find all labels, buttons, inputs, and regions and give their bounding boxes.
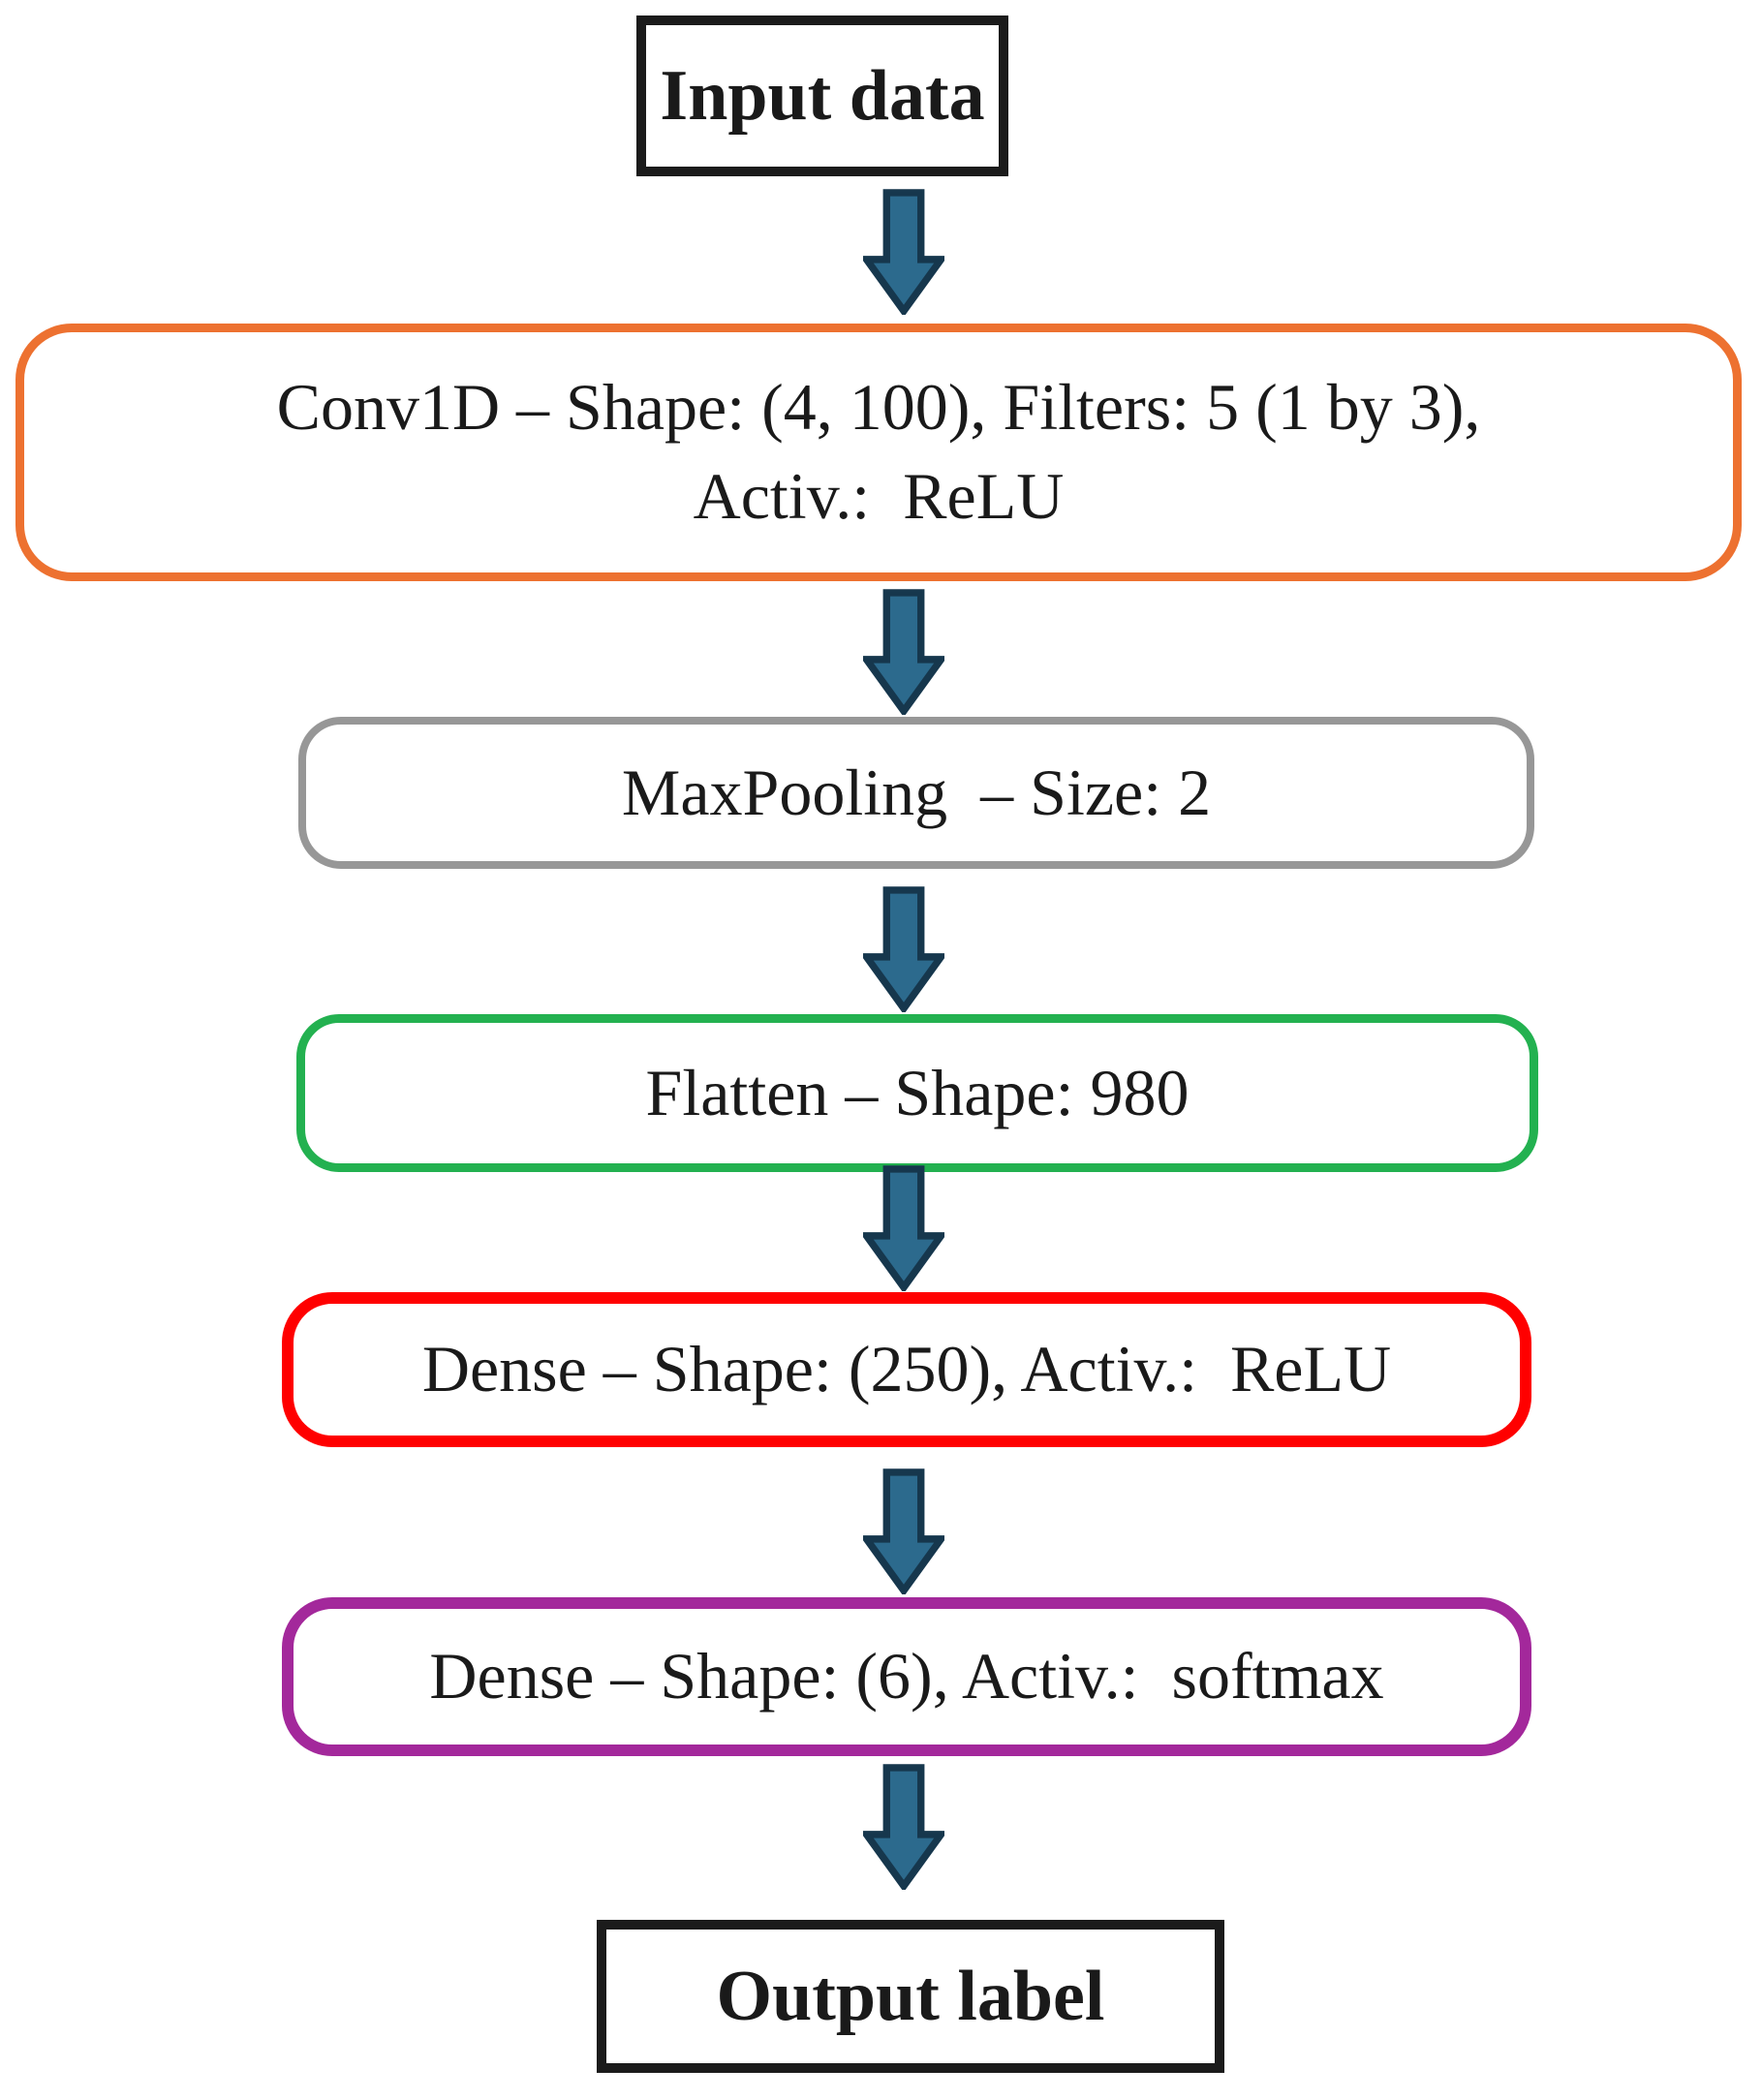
down-arrow-icon bbox=[863, 1468, 944, 1594]
node-maxpooling-layer: MaxPooling – Size: 2 bbox=[298, 717, 1534, 869]
down-arrow-icon bbox=[863, 886, 944, 1012]
node-flatten-label: Flatten – Shape: 980 bbox=[645, 1055, 1190, 1129]
down-arrow-icon bbox=[863, 1764, 944, 1890]
node-dense-relu-label: Dense – Shape: (250), Activ.: ReLU bbox=[421, 1332, 1392, 1406]
node-input-data-label: Input data bbox=[660, 55, 985, 136]
node-dense-softmax-layer: Dense – Shape: (6), Activ.: softmax bbox=[282, 1597, 1531, 1756]
down-arrow-icon bbox=[863, 189, 944, 315]
node-conv1d-label-line1: Conv1D – Shape: (4, 100), Filters: 5 (1 … bbox=[276, 370, 1481, 445]
node-output-label: Output label bbox=[597, 1920, 1224, 2073]
node-conv1d-label-line2: Activ.: ReLU bbox=[693, 459, 1065, 533]
node-maxpooling-label: MaxPooling – Size: 2 bbox=[621, 755, 1212, 829]
node-dense-softmax-label: Dense – Shape: (6), Activ.: softmax bbox=[429, 1639, 1384, 1714]
node-output-label-text: Output label bbox=[716, 1956, 1105, 2036]
node-flatten-layer: Flatten – Shape: 980 bbox=[296, 1014, 1538, 1172]
node-conv1d-layer: Conv1D – Shape: (4, 100), Filters: 5 (1 … bbox=[15, 324, 1742, 581]
down-arrow-icon bbox=[863, 1165, 944, 1291]
down-arrow-icon bbox=[863, 589, 944, 715]
node-dense-relu-layer: Dense – Shape: (250), Activ.: ReLU bbox=[282, 1292, 1531, 1447]
node-input-data: Input data bbox=[636, 15, 1008, 176]
